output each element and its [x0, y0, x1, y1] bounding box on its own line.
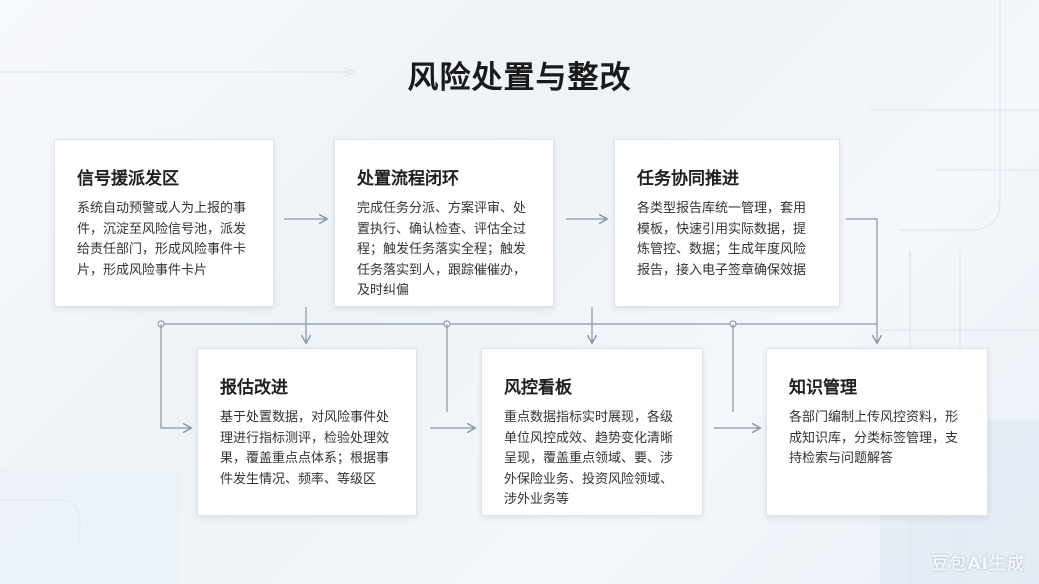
card-body: 重点数据指标实时展现，各级单位风控成效、趋势变化清晰呈现，覆盖重点领域、要、涉外…	[504, 410, 674, 507]
card-signal-dispatch: 信号援派发区 系统自动预警或人为上报的事件，沉淀至风险信号池，派发给责任部门，形…	[54, 139, 274, 307]
card-knowledge-management: 知识管理 各部门编制上传风控资料，形成知识库，分类标签管理，支持检索与问题解答	[766, 348, 988, 516]
card-body: 完成任务分派、方案评审、处置执行、确认检查、评估全过程；触发任务落实全程；触发任…	[357, 201, 527, 298]
card-process-loop: 处置流程闭环 完成任务分派、方案评审、处置执行、确认检查、评估全过程；触发任务落…	[334, 139, 554, 307]
card-risk-dashboard: 风控看板 重点数据指标实时展现，各级单位风控成效、趋势变化清晰呈现，覆盖重点领域…	[481, 348, 703, 516]
ai-watermark: 豆包AI生成	[931, 554, 1025, 574]
card-heading: 任务协同推进	[637, 169, 739, 189]
card-heading: 信号援派发区	[77, 169, 179, 189]
arrow-card3-to-card6	[846, 218, 877, 342]
card-heading: 知识管理	[789, 378, 857, 398]
card-task-collaboration: 任务协同推进 各类型报告库统一管理，套用模板，快速引用实际数据，提炼管控、数据；…	[614, 139, 840, 307]
card-body: 各部门编制上传风控资料，形成知识库，分类标签管理，支持检索与问题解答	[789, 410, 959, 466]
card-body: 基于处置数据，对风险事件处理进行指标测评，检验处理效果，覆盖重点点体系；根据事件…	[220, 410, 390, 487]
page-title: 风险处置与整改	[407, 60, 632, 96]
card-evaluation-improvement: 报估改进 基于处置数据，对风险事件处理进行指标测评，检验处理效果，覆盖重点点体系…	[197, 348, 417, 516]
card-heading: 处置流程闭环	[357, 169, 459, 189]
card-body: 系统自动预警或人为上报的事件，沉淀至风险信号池，派发给责任部门，形成风险事件卡片…	[77, 201, 247, 278]
arrow-bus-to-card4	[160, 324, 190, 428]
card-heading: 风控看板	[504, 378, 572, 398]
card-heading: 报估改进	[220, 378, 288, 398]
card-body: 各类型报告库统一管理，套用模板，快速引用实际数据，提炼管控、数据；生成年度风险报…	[637, 201, 807, 278]
